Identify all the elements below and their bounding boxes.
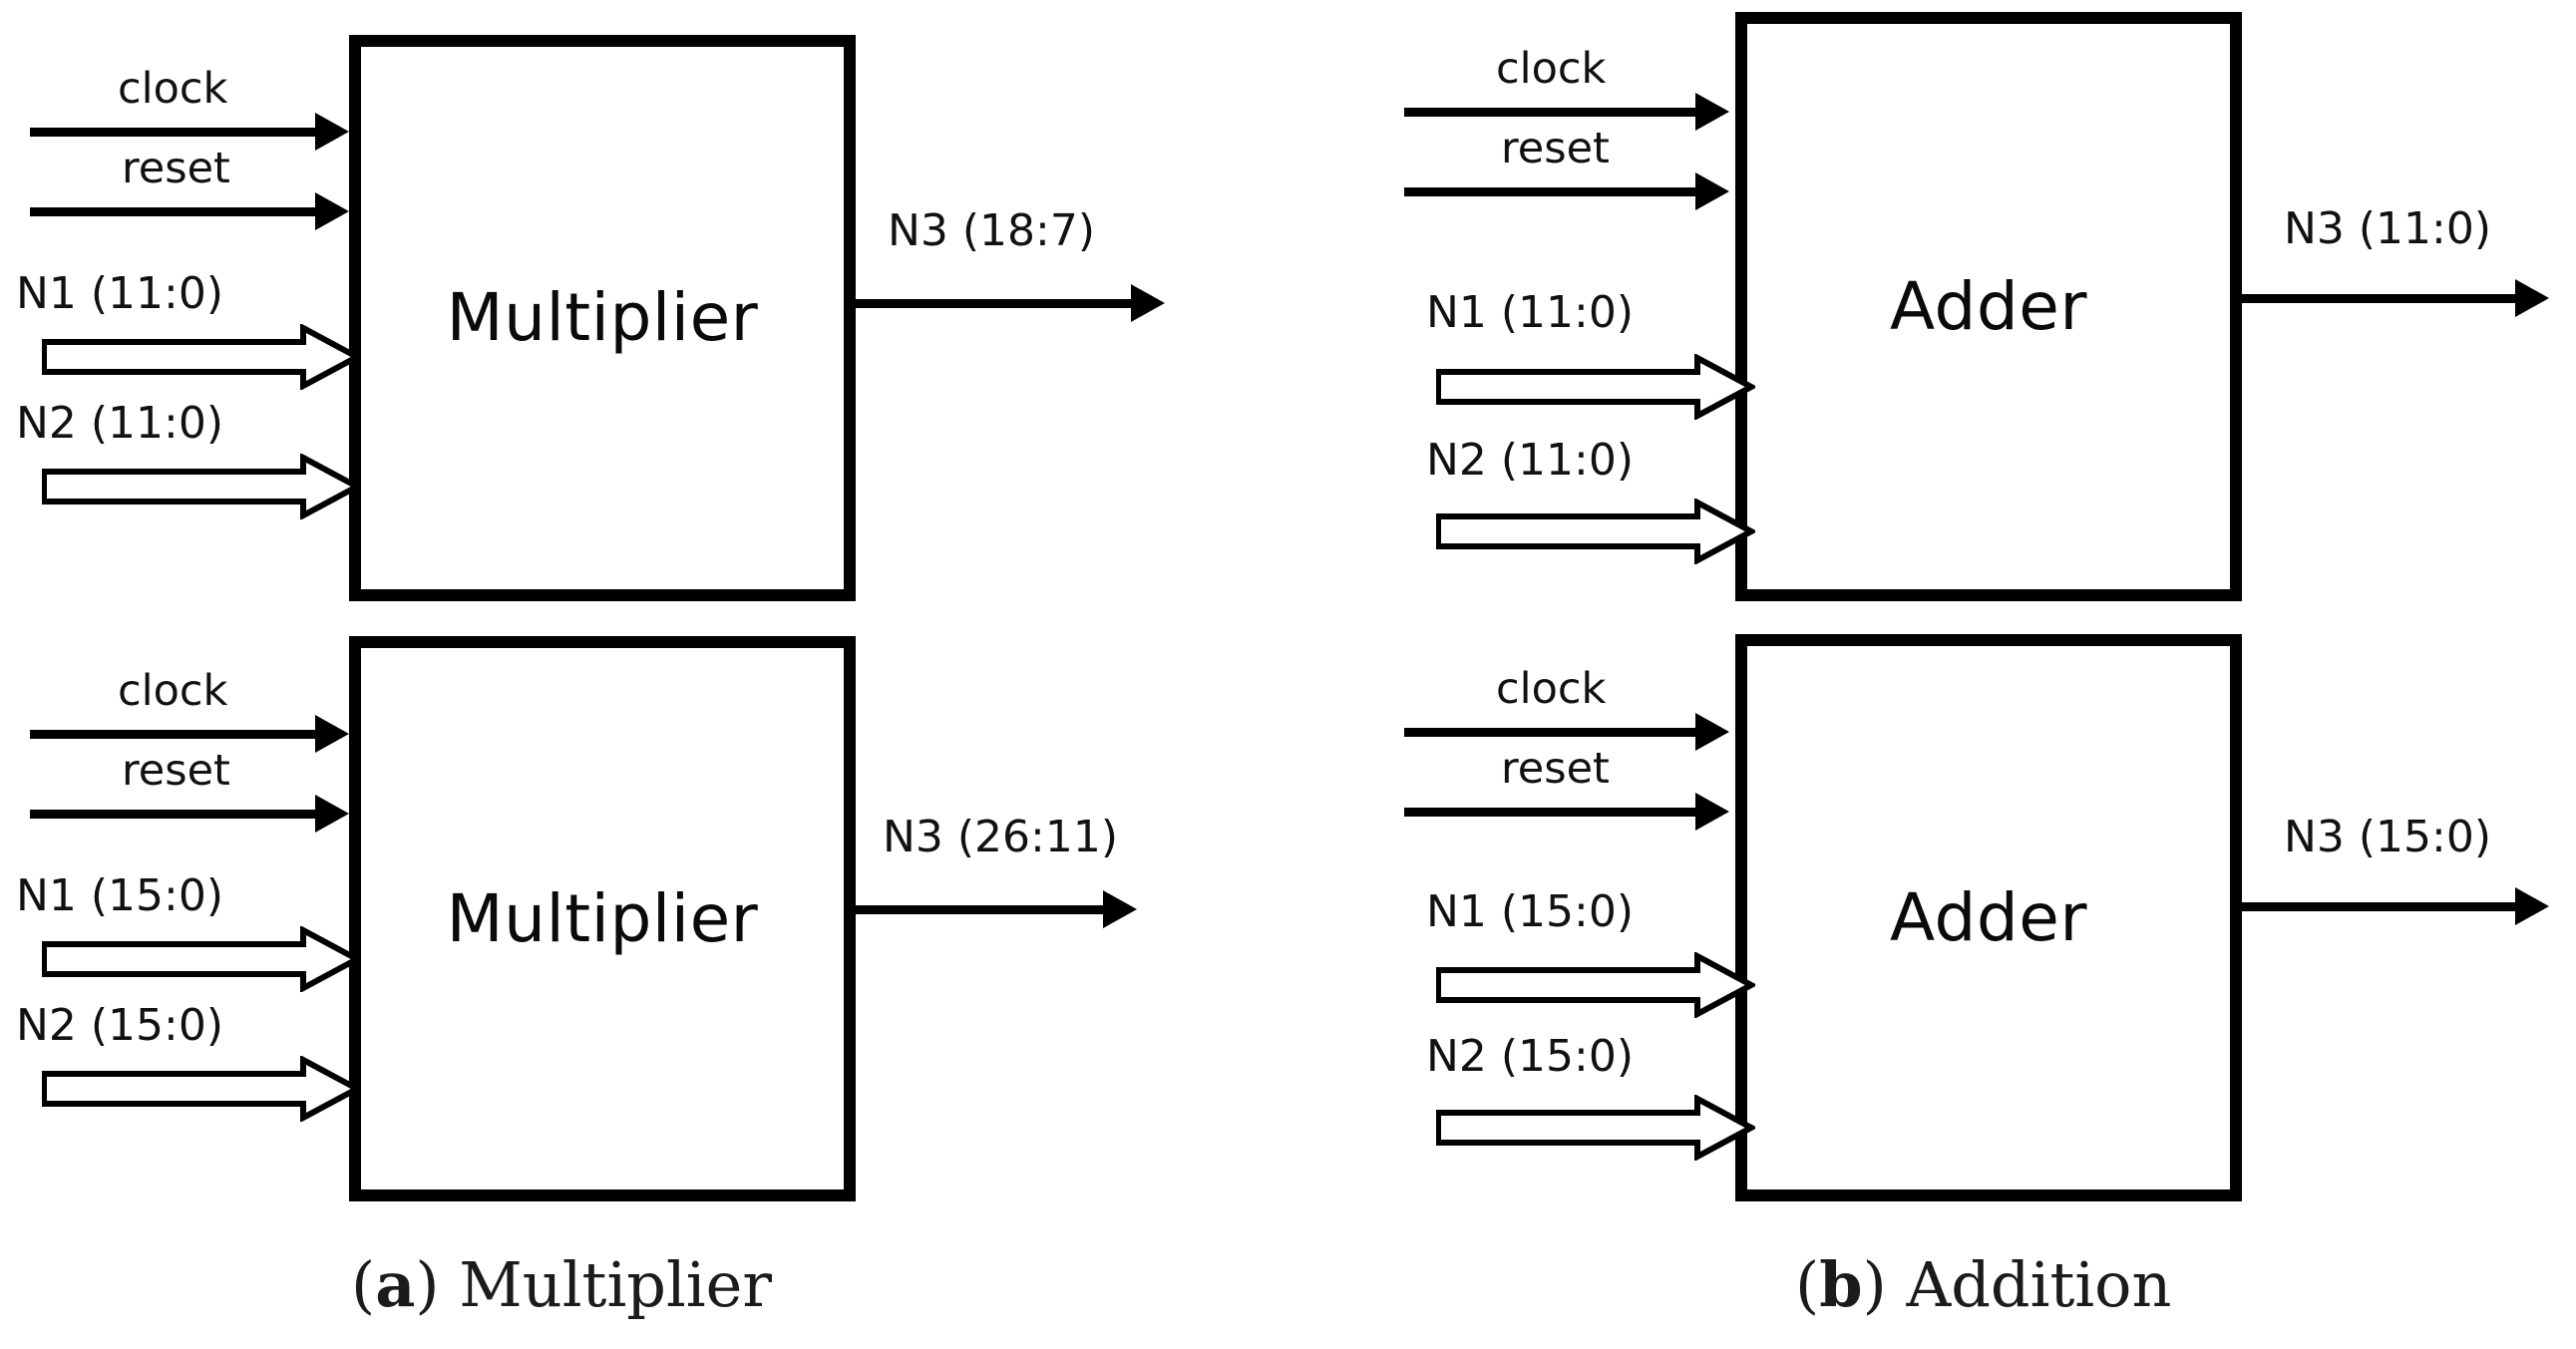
arrowhead-clock-icon <box>1695 93 1729 131</box>
wire-reset <box>1404 187 1699 196</box>
signal-label-n1: N1 (15:0) <box>16 870 224 921</box>
signal-label-reset: reset <box>122 144 230 193</box>
signal-label-n2: N2 (11:0) <box>1426 435 1635 486</box>
caption-a-suffix: ) Multiplier <box>415 1248 772 1321</box>
wire-reset <box>1404 808 1699 817</box>
wire-n3 <box>2242 294 2519 303</box>
bus-arrow-n1-icon <box>1436 952 1755 1018</box>
caption-a-letter: a <box>375 1248 416 1321</box>
arrowhead-n3-icon <box>1103 890 1137 928</box>
wire-reset <box>30 810 319 819</box>
arrowhead-n3-icon <box>2515 887 2549 925</box>
arrowhead-n3-icon <box>1131 284 1165 322</box>
bus-arrow-n2-icon <box>42 454 361 519</box>
block-body-multiplier-16bit: Multiplier <box>349 636 856 1201</box>
arrowhead-reset-icon <box>315 192 349 230</box>
caption-b-prefix: ( <box>1795 1248 1820 1321</box>
wire-clock <box>1404 728 1699 737</box>
signal-label-n2: N2 (15:0) <box>16 1000 224 1051</box>
wire-clock <box>1404 108 1699 117</box>
bus-arrow-n2-icon <box>1436 1095 1755 1161</box>
arrowhead-n3-icon <box>2515 279 2549 317</box>
wire-reset <box>30 207 319 216</box>
wire-clock <box>30 730 319 739</box>
bus-arrow-n1-icon <box>42 926 361 992</box>
bus-arrow-n2-icon <box>1436 499 1755 564</box>
block-body-adder-16bit: Adder <box>1735 634 2242 1201</box>
signal-label-clock: clock <box>118 64 228 114</box>
arrowhead-reset-icon <box>1695 793 1729 831</box>
caption-panel-b: (b) Addition <box>1795 1254 2171 1316</box>
block-title: Multiplier <box>446 279 759 356</box>
signal-label-n3: N3 (11:0) <box>2284 203 2492 254</box>
wire-n3 <box>2242 902 2519 911</box>
signal-label-reset: reset <box>1501 744 1610 794</box>
arrowhead-clock-icon <box>315 113 349 151</box>
signal-label-n3: N3 (15:0) <box>2284 812 2492 862</box>
block-title: Multiplier <box>446 879 759 957</box>
caption-a-prefix: ( <box>351 1248 376 1321</box>
signal-label-clock: clock <box>1496 44 1607 94</box>
signal-label-reset: reset <box>122 746 230 796</box>
signal-label-n1: N1 (11:0) <box>16 268 224 319</box>
caption-b-suffix: ) Addition <box>1862 1248 2172 1321</box>
bus-arrow-n1-icon <box>1436 354 1755 420</box>
block-title: Adder <box>1889 267 2088 345</box>
arrowhead-clock-icon <box>315 715 349 753</box>
block-title: Adder <box>1889 878 2088 956</box>
wire-n3 <box>856 299 1135 308</box>
signal-label-clock: clock <box>1496 664 1607 714</box>
block-body-adder-12bit: Adder <box>1735 12 2242 601</box>
signal-label-reset: reset <box>1501 124 1610 173</box>
block-body-multiplier-12bit: Multiplier <box>349 35 856 601</box>
wire-n3 <box>856 905 1107 914</box>
signal-label-n1: N1 (15:0) <box>1426 886 1635 937</box>
arrowhead-clock-icon <box>1695 713 1729 751</box>
bus-arrow-n1-icon <box>42 324 361 390</box>
signal-label-n3: N3 (26:11) <box>883 812 1119 862</box>
wire-clock <box>30 128 319 137</box>
caption-panel-a: (a) Multiplier <box>351 1254 772 1316</box>
arrowhead-reset-icon <box>1695 172 1729 210</box>
caption-b-letter: b <box>1819 1248 1863 1321</box>
signal-label-n2: N2 (15:0) <box>1426 1031 1635 1082</box>
signal-label-n1: N1 (11:0) <box>1426 287 1635 338</box>
signal-label-clock: clock <box>118 666 228 716</box>
signal-label-n3: N3 (18:7) <box>888 205 1096 256</box>
bus-arrow-n2-icon <box>42 1056 361 1122</box>
arrowhead-reset-icon <box>315 795 349 833</box>
signal-label-n2: N2 (11:0) <box>16 398 224 449</box>
